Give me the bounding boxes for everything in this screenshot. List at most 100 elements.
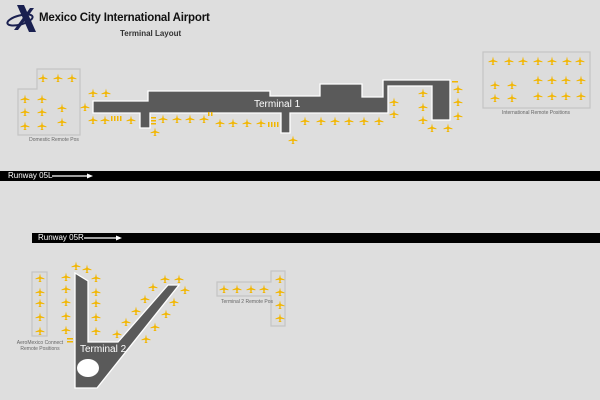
aircraft-icon xyxy=(35,287,45,296)
aircraft-icon xyxy=(141,334,151,343)
aircraft-icon xyxy=(61,272,71,281)
terminal-1-label: Terminal 1 xyxy=(254,99,301,110)
aircraft-icon xyxy=(490,93,500,102)
aircraft-icon xyxy=(35,273,45,282)
domestic-remote-area xyxy=(17,68,81,136)
aircraft-icon xyxy=(61,311,71,320)
aircraft-icon xyxy=(37,107,47,116)
aircraft-icon xyxy=(330,116,340,125)
aircraft-icon xyxy=(275,313,285,322)
aircraft-icon xyxy=(148,282,158,291)
aircraft-icon xyxy=(37,94,47,103)
terminal2-remote-area xyxy=(216,270,286,327)
aircraft-icon xyxy=(490,80,500,89)
aircraft-icon xyxy=(418,102,428,111)
aircraft-icon xyxy=(300,116,310,125)
aircraft-icon xyxy=(316,116,326,125)
aircraft-icon xyxy=(507,80,517,89)
aircraft-icon xyxy=(35,312,45,321)
aircraft-icon xyxy=(374,116,384,125)
aircraft-icon xyxy=(101,88,111,97)
aircraft-icon xyxy=(359,116,369,125)
aircraft-icon xyxy=(57,117,67,126)
aircraft-icon xyxy=(80,102,90,111)
aircraft-icon xyxy=(232,284,242,293)
runway-05r-label: Runway 05R xyxy=(38,233,84,242)
aircraft-icon xyxy=(20,94,30,103)
aircraft-icon xyxy=(219,284,229,293)
aircraft-icon xyxy=(576,75,586,84)
aircraft-icon xyxy=(61,284,71,293)
aircraft-icon xyxy=(35,298,45,307)
aircraft-icon xyxy=(576,91,586,100)
aircraft-icon xyxy=(161,309,171,318)
arrow-right-icon xyxy=(84,235,122,241)
international-remote-label: International Remote Positions xyxy=(501,110,571,116)
airport-logo xyxy=(6,5,36,32)
aircraft-icon xyxy=(533,75,543,84)
aircraft-icon xyxy=(158,114,168,123)
aircraft-icon xyxy=(88,88,98,97)
aeromexico-remote-label-2: Remote Positions xyxy=(20,346,60,352)
aircraft-icon xyxy=(169,297,179,306)
arrow-right-icon xyxy=(52,173,93,179)
aircraft-icon xyxy=(20,121,30,130)
aircraft-icon xyxy=(561,91,571,100)
aircraft-icon xyxy=(246,284,256,293)
aircraft-icon xyxy=(131,306,141,315)
aircraft-icon xyxy=(547,75,557,84)
aircraft-icon xyxy=(150,127,160,136)
aircraft-icon xyxy=(389,109,399,118)
aircraft-icon xyxy=(443,123,453,132)
aircraft-icon xyxy=(199,114,209,123)
aircraft-icon xyxy=(172,114,182,123)
aircraft-icon xyxy=(91,273,101,282)
aircraft-icon xyxy=(20,107,30,116)
aircraft-icon xyxy=(160,274,170,283)
aeromexico-remote-label-1: AeroMexico Connect xyxy=(16,340,64,346)
aircraft-icon xyxy=(418,88,428,97)
terminal-1-building xyxy=(92,79,451,134)
aircraft-icon xyxy=(547,56,557,65)
aircraft-icon xyxy=(126,115,136,124)
aircraft-icon xyxy=(427,123,437,132)
aircraft-icon xyxy=(150,322,160,331)
aircraft-icon xyxy=(185,114,195,123)
runway-05l-label: Runway 05L xyxy=(8,171,53,180)
aircraft-icon xyxy=(91,287,101,296)
aircraft-icon xyxy=(61,297,71,306)
aircraft-icon xyxy=(140,294,150,303)
aircraft-icon xyxy=(518,56,528,65)
aircraft-icon xyxy=(575,56,585,65)
aircraft-icon xyxy=(180,285,190,294)
aircraft-icon xyxy=(288,135,298,144)
terminal-2-label: Terminal 2 xyxy=(80,344,127,355)
aircraft-icon xyxy=(57,103,67,112)
page-title: Mexico City International Airport xyxy=(39,12,210,24)
aircraft-icon xyxy=(215,118,225,127)
aircraft-icon xyxy=(275,274,285,283)
aircraft-icon xyxy=(507,93,517,102)
aircraft-icon xyxy=(82,264,92,273)
aircraft-icon xyxy=(35,326,45,335)
terminal-2-building xyxy=(74,271,181,389)
terminal-2-rotunda xyxy=(77,359,99,377)
aircraft-icon xyxy=(488,56,498,65)
aircraft-icon xyxy=(562,56,572,65)
aircraft-icon xyxy=(67,73,77,82)
aircraft-icon xyxy=(418,115,428,124)
runway-05l xyxy=(0,171,600,181)
aircraft-icon xyxy=(275,287,285,296)
aircraft-icon xyxy=(242,118,252,127)
aircraft-icon xyxy=(547,91,557,100)
aircraft-icon xyxy=(37,121,47,130)
aircraft-icon xyxy=(91,312,101,321)
aircraft-icon xyxy=(53,73,63,82)
aircraft-icon xyxy=(453,111,463,120)
aircraft-icon xyxy=(389,97,399,106)
aircraft-icon xyxy=(121,317,131,326)
aircraft-icon xyxy=(91,298,101,307)
aircraft-icon xyxy=(228,118,238,127)
aircraft-icon xyxy=(344,116,354,125)
